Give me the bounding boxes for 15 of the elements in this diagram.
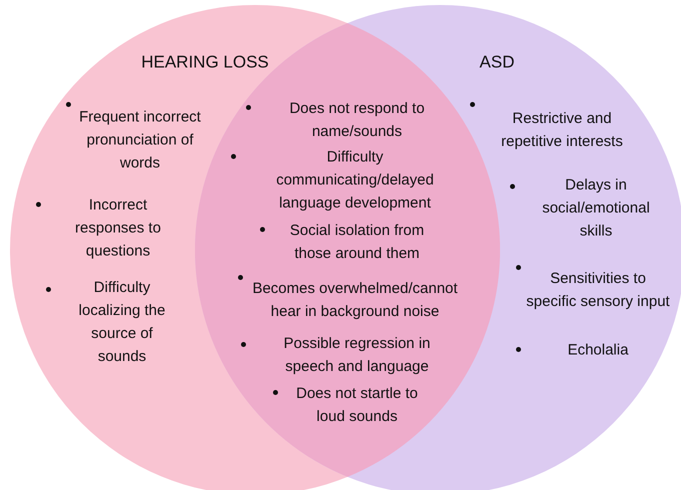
circle-heading: ASD [480, 52, 514, 74]
circle-heading: HEARING LOSS [141, 52, 269, 74]
list-item-text: Difficulty communicating/delayed language development [275, 148, 435, 214]
list-item-text: Does not respond to name/sounds [288, 99, 426, 142]
list-item-text: Sensitivities to specific sensory input [525, 269, 671, 312]
list-item-text: Social isolation from those around them [288, 221, 426, 264]
list-item-text: Possible regression in speech and language [282, 334, 432, 377]
list-item-text: Delays in social/emotional skills [541, 176, 651, 242]
list-item-text: Does not startle to loud sounds [295, 384, 419, 427]
list-item-text: Becomes overwhelmed/cannot hear in background noise [251, 279, 459, 322]
list-item-text: Echolalia [566, 340, 630, 360]
list-item-text: Frequent incorrect pronunciation of words [78, 108, 202, 174]
list-item-text: Incorrect responses to questions [74, 196, 162, 262]
list-item-text: Difficulty localizing the source of sounds [78, 278, 166, 367]
list-item-text: Restrictive and repetitive interests [500, 109, 624, 152]
